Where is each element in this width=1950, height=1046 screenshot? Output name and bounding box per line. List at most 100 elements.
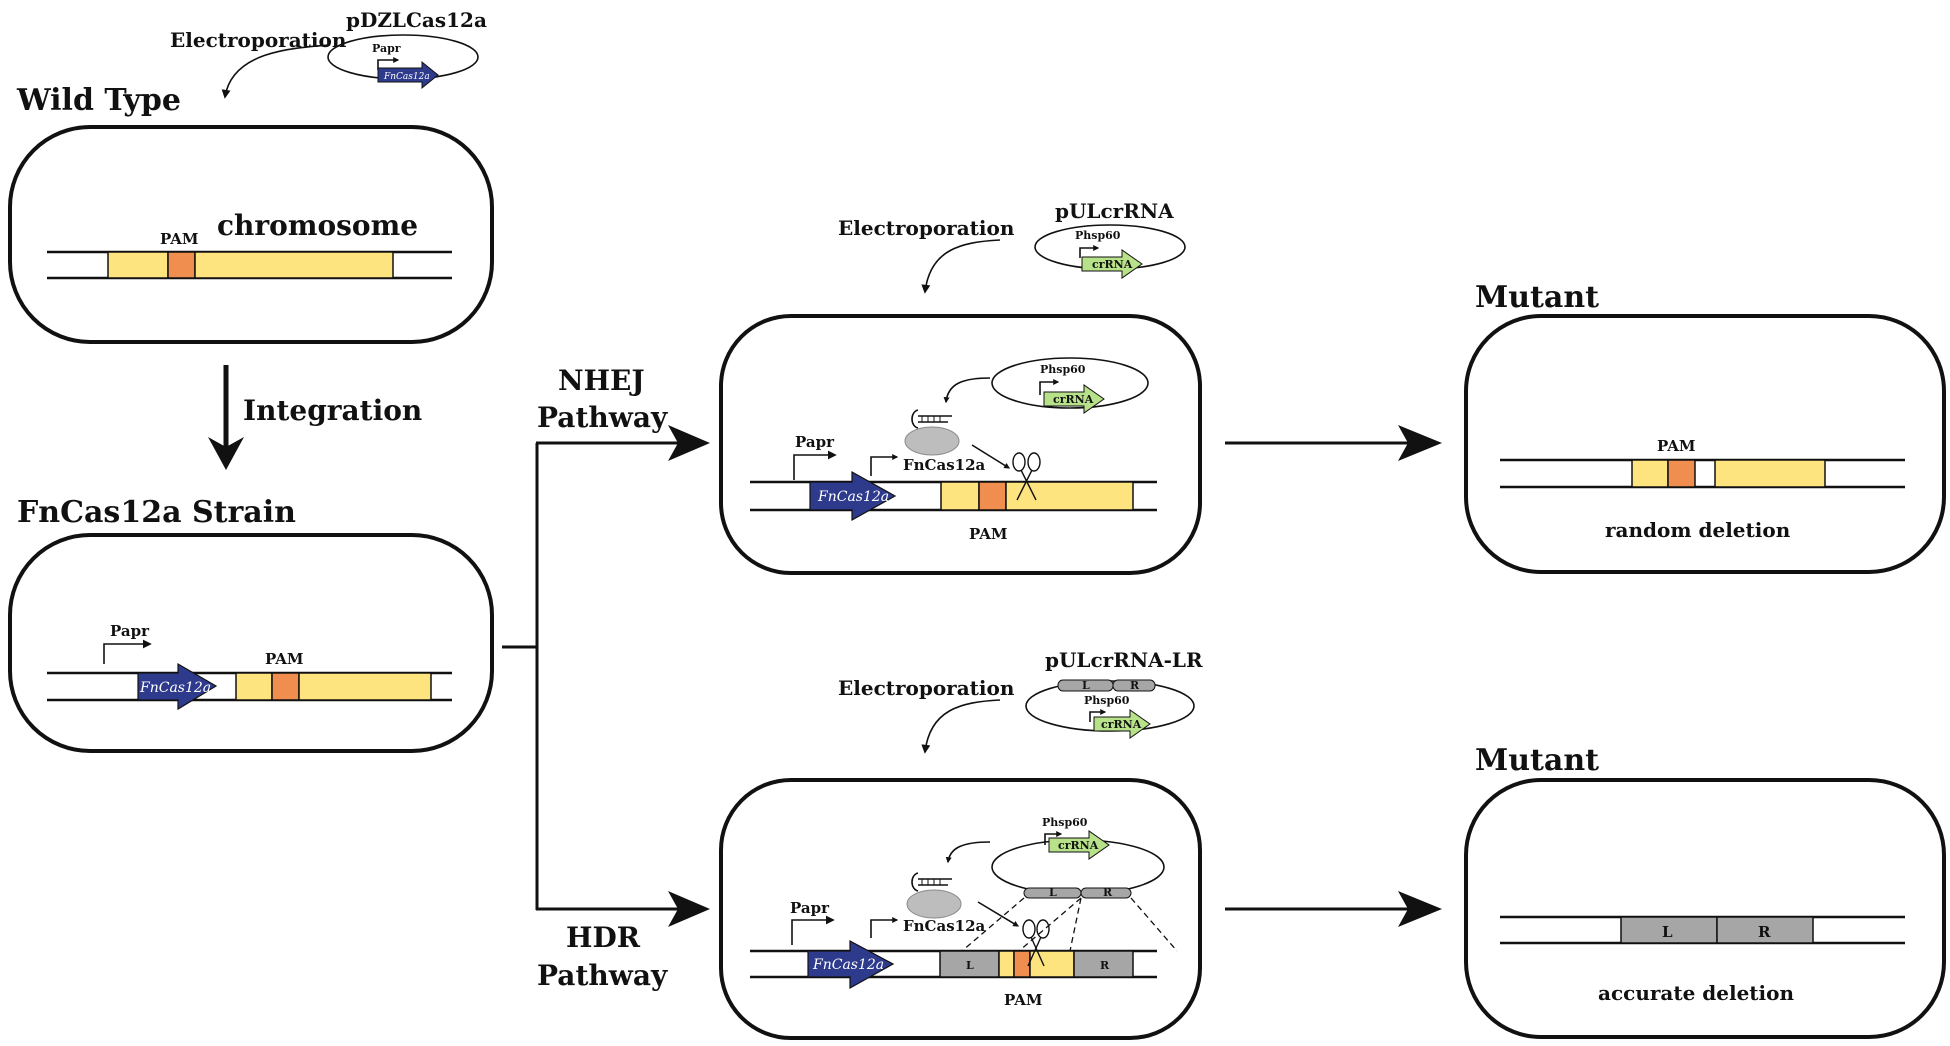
pam-label: PAM [969,525,1007,543]
cell-gene-label: FnCas12a [817,489,889,505]
flow-arrow-head [1398,425,1442,461]
cell-crrna-gene-label: crRNA [1058,839,1099,852]
nhej-label-line-2: Pathway [537,401,668,434]
cell-phsp60-label: Phsp60 [1040,363,1086,376]
targeting-arrow-icon [971,444,1011,469]
random-deletion-label: random deletion [1605,518,1791,542]
plasmid-icon: Phsp60 crRNA L R [991,816,1165,899]
target-gene-region [107,251,169,279]
pam-label: PAM [1657,437,1695,455]
plasmid-icon: L R Phsp60 crRNA [1025,679,1195,739]
dna-right-arm-label: R [1100,959,1110,972]
flow-arrow-head [1398,891,1442,927]
nhej-cell-outline [719,314,1202,575]
flow-arrow-head [208,437,244,470]
plasmid-papr-label: Papr [372,42,401,55]
expression-arrow-icon [943,377,991,404]
wild-type-title: Wild Type [16,83,181,118]
accurate-deletion-label: accurate deletion [1598,981,1794,1005]
nhej-cell: Phsp60 crRNA FnCas12a Papr FnCas12a [719,314,1202,575]
protein-icon [906,889,962,919]
wild-type-cell: PAM chromosome [8,125,494,344]
crrna-gene-icon [1081,249,1143,279]
nhej-label-line-1: NHEJ [558,364,645,397]
target-gene-region [298,672,432,701]
plasmid-left-arm-label: L [1082,679,1090,692]
hdr-label-line-1: HDR [566,921,641,954]
mutant-accurate-cell: L R accurate deletion [1464,778,1946,1039]
delivery-arrow-icon [921,239,1001,294]
right-arm-region [1073,950,1134,978]
protein-icon [904,426,960,456]
crrna-plasmid-delivery: Electroporation pULcrRNA Phsp60 crRNA [838,199,1186,294]
mutant-accurate-cell-outline [1464,778,1946,1039]
electroporation-label-1: Electroporation [170,28,347,52]
mutant-random-cell-outline [1464,314,1946,574]
scissors-icon [1022,919,1050,967]
target-gene-region [1005,481,1134,511]
hdr-label-line-2: Pathway [537,959,668,992]
hdr-cell-outline [719,778,1202,1040]
promoter-icon [1089,709,1107,722]
cell-fncas12a-protein-label: FnCas12a [903,917,986,935]
flow-arrow-head [668,425,710,461]
cell-phsp60-label: Phsp60 [1042,816,1088,829]
left-arm-region [939,950,1000,978]
pam-label: PAM [160,230,198,248]
target-gene-region [998,950,1015,978]
plasmid-icon: Phsp60 crRNA [1034,224,1186,279]
plasmid-crrna-gene-label: crRNA [1092,258,1133,271]
target-gene-region [1631,459,1669,488]
cas-plasmid-delivery: Electroporation pDZLCas12a Papr FnCas12a [170,8,487,99]
left-arm-region [1620,916,1718,944]
crrna-gene-icon [1043,384,1105,414]
right-arm-icon [1112,679,1156,692]
promoter-icon [1039,379,1060,395]
dna-left-arm-label: L [1662,923,1673,941]
pam-site [978,481,1007,511]
integration-label: Integration [243,394,422,427]
target-gene-region [940,481,980,511]
delivery-arrow-icon [221,44,331,99]
target-gene-region [194,251,394,279]
cell-right-arm-label: R [1103,886,1113,899]
crrna-gene-icon [1048,830,1110,860]
strain-title: FnCas12a Strain [17,495,296,530]
pam-label: PAM [1004,991,1042,1009]
pam-site [1013,950,1031,978]
fncas12a-gene-icon [377,60,439,90]
pam-site [1667,459,1696,488]
strain-cell: FnCas12a Papr PAM [8,533,494,753]
electroporation-label-3: Electroporation [838,676,1015,700]
crrna-icon [911,872,952,892]
promoter-icon [870,917,899,938]
fncas12a-gene-icon [807,939,895,990]
pam-label: PAM [265,650,303,668]
electroporation-label-2: Electroporation [838,216,1015,240]
scissors-icon [1012,452,1041,501]
cell-gene-label: FnCas12a [812,957,884,973]
expression-arrow-icon [945,841,991,864]
target-gene-region [235,672,273,701]
promoter-icon [791,915,835,945]
promoter-icon [1079,245,1100,258]
dna-right-arm-label: R [1758,923,1771,941]
crrna-icon [911,409,952,429]
dna-left-arm-label: L [966,959,974,972]
mutant-title-2: Mutant [1475,743,1599,778]
delivery-arrow-icon [921,699,1001,754]
cell-crrna-gene-label: crRNA [1053,393,1094,406]
strain-cell-outline [8,533,494,753]
plasmid-icon: Phsp60 crRNA [991,357,1149,414]
mutant-title-1: Mutant [1475,280,1599,315]
strain-papr-label: Papr [110,622,150,640]
promoter-icon [103,639,152,664]
target-gene-region [1714,459,1826,488]
plasmid-icon: Papr FnCas12a [327,34,479,90]
plasmid-phsp60-label: Phsp60 [1075,229,1121,242]
cell-papr-label: Papr [795,433,835,451]
promoter-icon [793,450,837,480]
pam-site [167,251,196,279]
plasmid-cas-label: pDZLCas12a [346,8,487,32]
